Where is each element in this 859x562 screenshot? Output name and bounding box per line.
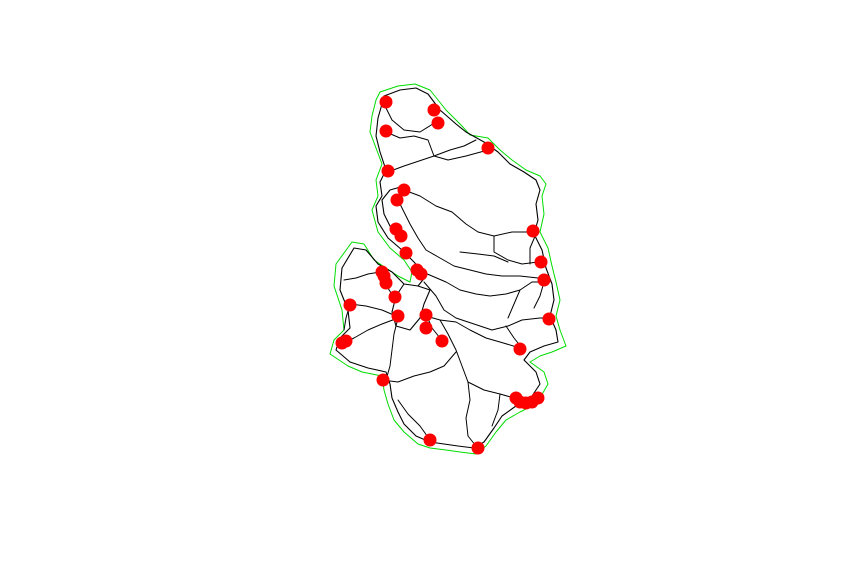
point-marker	[419, 321, 433, 335]
point-marker	[513, 342, 527, 356]
point-marker	[419, 308, 433, 322]
point-marker	[414, 267, 428, 281]
point-marker	[431, 116, 445, 130]
point-marker	[390, 193, 404, 207]
point-marker	[537, 273, 551, 287]
point-marker	[471, 441, 485, 455]
point-marker	[531, 391, 545, 405]
point-marker	[376, 373, 390, 387]
point-marker	[379, 124, 393, 138]
point-marker	[381, 164, 395, 178]
point-marker	[379, 95, 393, 109]
point-marker	[435, 334, 449, 348]
point-marker	[399, 246, 413, 260]
point-marker	[394, 229, 408, 243]
point-marker	[526, 224, 540, 238]
point-marker	[391, 309, 405, 323]
point-marker	[397, 183, 411, 197]
point-marker	[343, 298, 357, 312]
buffer-outline	[329, 83, 567, 455]
point-marker	[534, 255, 548, 269]
point-marker	[339, 334, 353, 348]
point-marker	[423, 433, 437, 447]
point-marker	[427, 103, 441, 117]
point-marker	[379, 276, 393, 290]
point-marker	[481, 141, 495, 155]
road-network	[341, 103, 551, 447]
point-marker	[388, 290, 402, 304]
points-layer	[335, 95, 556, 455]
point-marker	[542, 312, 556, 326]
